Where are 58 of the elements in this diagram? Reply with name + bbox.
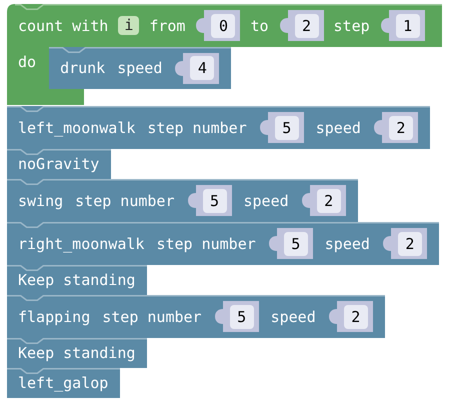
block-label: noGravity [18, 155, 100, 173]
number-field: 2 [344, 304, 368, 328]
number-field: 5 [284, 232, 308, 256]
value-socket [258, 112, 304, 143]
block-label: Keep standing [18, 271, 136, 289]
value-socket [380, 10, 425, 41]
value-socket [214, 301, 259, 332]
number-field: 5 [274, 116, 299, 140]
block-label: speed [117, 59, 162, 77]
number-field: 2 [398, 232, 422, 256]
value-socket [382, 228, 427, 259]
block-label: speed [324, 234, 370, 252]
value-socket [328, 301, 373, 332]
block-label: swing [18, 192, 64, 210]
command-block [7, 106, 430, 149]
block-label: step number [156, 234, 256, 252]
block-label: step number [147, 118, 247, 136]
block-label: speed [244, 192, 289, 210]
block-label: step [334, 16, 370, 34]
block-label: drunk [60, 59, 106, 77]
number-field: 0 [211, 14, 236, 38]
command-block [7, 179, 358, 222]
block-label: count with [18, 16, 108, 34]
value-socket [186, 185, 232, 216]
value-socket [174, 52, 220, 84]
block-label: left_galop [18, 374, 108, 392]
block-label: to [250, 16, 269, 34]
number-field: 5 [230, 304, 254, 328]
block-label: speed [270, 308, 316, 326]
block-label: speed [316, 118, 361, 136]
block-label: do [18, 53, 36, 71]
block-label: flapping [18, 308, 90, 326]
number-field: 2 [316, 188, 341, 212]
block-label: step number [75, 192, 174, 210]
number-field: 2 [388, 116, 413, 140]
command-block [7, 368, 120, 398]
value-socket [300, 185, 346, 216]
block-label: from [149, 16, 186, 34]
block-label: step number [102, 308, 202, 326]
value-socket [268, 228, 313, 259]
command-block [7, 265, 147, 295]
block-label: Keep standing [18, 344, 136, 362]
command-block [7, 149, 111, 179]
variable-field: i [118, 16, 140, 35]
value-socket [278, 10, 324, 41]
block-label: right_moonwalk [18, 234, 144, 252]
command-block [7, 295, 385, 338]
number-field: 5 [202, 188, 226, 212]
value-socket [372, 112, 418, 143]
loop-block [7, 4, 442, 105]
command-block [7, 222, 439, 265]
command-block [49, 47, 232, 89]
number-field: 2 [294, 14, 319, 38]
number-field: 4 [190, 56, 214, 80]
command-block [7, 338, 147, 368]
value-socket [195, 10, 240, 41]
number-field: 1 [396, 14, 420, 38]
block-label: left_moonwalk [18, 118, 136, 136]
